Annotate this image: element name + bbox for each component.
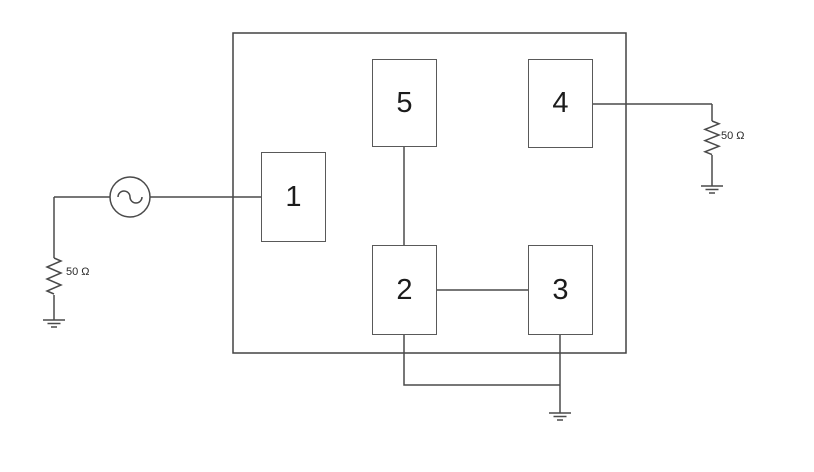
block-3-label: 3 [552, 273, 569, 306]
resistor-icon-load [702, 120, 722, 156]
block-1: 1 [261, 152, 326, 242]
block-4-label: 4 [552, 87, 569, 119]
sine-wave-icon [117, 190, 143, 204]
block-5-label: 5 [396, 86, 413, 119]
ground-icon-source [43, 319, 65, 328]
ground-icon-bottom [549, 412, 571, 421]
resistor-icon-source [45, 257, 63, 295]
load-resistor-value: 50 Ω [721, 130, 745, 142]
ground-icon-load [701, 185, 723, 194]
block-2: 2 [372, 245, 437, 335]
system-boundary-box [232, 32, 627, 354]
block-1-label: 1 [285, 180, 302, 213]
block-4: 4 [528, 59, 593, 148]
block-2-label: 2 [396, 273, 413, 306]
block-3: 3 [528, 245, 593, 335]
source-resistor-value: 50 Ω [66, 266, 90, 278]
block-5: 5 [372, 59, 437, 147]
ac-source-icon [109, 176, 151, 218]
wire-block2-bottom [403, 335, 560, 386]
